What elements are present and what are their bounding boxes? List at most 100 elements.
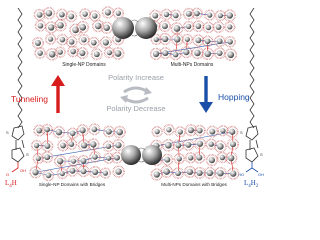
molecule-label-right: L4H2 — [244, 179, 259, 189]
nanoparticle — [160, 165, 173, 178]
nanoparticle — [44, 21, 58, 34]
caption-top-left: Single-NP Domains — [62, 62, 106, 68]
bridge-link — [155, 41, 231, 55]
caption-top-right: Multi-NPs Domains — [171, 62, 214, 68]
tunneling-arrow — [51, 75, 65, 113]
nanoparticle — [174, 126, 186, 138]
magnified-nanoparticle-pair-top — [112, 17, 157, 39]
nanoparticle — [76, 46, 89, 60]
nanoparticle — [56, 33, 69, 46]
nanoparticle — [41, 140, 54, 153]
nanoparticle — [193, 151, 206, 164]
nanoparticle — [33, 8, 46, 21]
nanoparticle — [182, 138, 195, 151]
nanoparticle — [160, 8, 173, 21]
nanoparticle — [172, 139, 185, 152]
nanoparticle — [78, 33, 90, 46]
nanoparticle — [32, 152, 44, 165]
nanoparticle — [226, 138, 240, 151]
nanoparticle — [193, 124, 206, 137]
nanoparticle — [103, 152, 115, 164]
svg-text:OH: OH — [258, 172, 264, 177]
caption-bottom-left: Single-NP Domains with Bridges — [39, 182, 106, 187]
ligand-molecule-right: S S HO OH — [238, 7, 264, 177]
nanoparticle — [150, 168, 163, 181]
caption-bottom-right: Multi-NPs Domains with Bridges — [161, 182, 227, 187]
svg-text:HO: HO — [238, 172, 244, 177]
nanoparticle — [204, 9, 216, 21]
nanoparticle — [182, 20, 195, 33]
nanoparticle — [112, 7, 125, 19]
nanoparticle — [87, 138, 100, 151]
nanoparticle — [67, 155, 80, 167]
nanoparticle — [193, 166, 206, 179]
hopping-label: Hopping — [218, 92, 250, 102]
nanoparticle — [69, 23, 82, 37]
nanoparticle — [102, 140, 115, 152]
nanoparticle — [65, 138, 78, 150]
hopping-arrow — [199, 76, 213, 113]
nanoparticle — [57, 139, 69, 152]
nanoparticle — [29, 166, 42, 179]
nanoparticle — [226, 125, 239, 138]
nanoparticle — [113, 125, 126, 139]
nanoparticle — [112, 165, 125, 178]
nanoparticle — [169, 48, 182, 61]
panel-single-np-domains — [31, 6, 126, 61]
nanoparticle — [65, 10, 78, 23]
nanoparticle — [77, 154, 90, 167]
nanoparticle — [180, 46, 193, 59]
nanoparticle — [172, 167, 184, 180]
molecule-label-left: L4H — [5, 179, 17, 189]
nanoparticle — [206, 125, 219, 138]
nanoparticle — [55, 8, 68, 21]
nanoparticle — [151, 125, 163, 138]
nanoparticle — [53, 154, 67, 168]
nanoparticle — [161, 153, 174, 166]
nanoparticle — [224, 48, 238, 62]
nanoparticle — [99, 167, 112, 179]
nanoparticle — [158, 20, 171, 33]
nanoparticle — [90, 48, 103, 61]
nanoparticle — [205, 138, 217, 150]
nanoparticle — [169, 9, 182, 22]
nanoparticle — [205, 153, 218, 167]
nanoparticle — [184, 152, 197, 164]
nanoparticle — [212, 21, 225, 33]
nanoparticle — [170, 22, 184, 35]
nanoparticle — [76, 20, 90, 34]
nanoparticle — [149, 47, 163, 61]
nanoparticle — [99, 36, 112, 49]
nanoparticle — [191, 46, 204, 60]
panel-multi-nps-domains — [148, 7, 238, 62]
svg-text:S: S — [26, 152, 29, 157]
nanoparticle — [224, 21, 236, 33]
nanoparticle — [52, 125, 66, 139]
nanoparticle — [87, 36, 100, 49]
nanoparticle — [111, 47, 125, 60]
polarity-decrease-label: Polarity Decrease — [106, 104, 165, 113]
nanoparticle — [76, 124, 89, 137]
nanoparticle — [163, 124, 175, 136]
nanoparticle — [182, 7, 195, 20]
nanoparticle — [89, 10, 101, 22]
nanoparticle — [66, 127, 79, 140]
nanoparticle — [170, 32, 184, 46]
nanoparticle — [45, 47, 59, 61]
tunneling-label: Tunneling — [11, 94, 48, 104]
nanoparticle — [227, 167, 240, 180]
nanoparticle — [150, 33, 162, 46]
svg-text:S: S — [240, 130, 243, 135]
bridge-link — [38, 144, 119, 159]
nanoparticle — [216, 151, 229, 164]
polarity-transport-diagram: S S O OH L4H S S HO OH L4H2 Single-NP Do… — [5, 6, 264, 189]
magnified-nanoparticle-pair-bottom — [121, 145, 162, 165]
nanoparticle — [54, 46, 66, 58]
panel-multi-nps-domains-with-bridges — [150, 124, 240, 181]
nanoparticle — [66, 164, 79, 177]
nanoparticle — [42, 6, 56, 20]
reversible-arrows-icon — [120, 86, 152, 104]
nanoparticle — [214, 140, 227, 153]
nanoparticle — [30, 139, 43, 152]
nanoparticle — [54, 18, 67, 32]
